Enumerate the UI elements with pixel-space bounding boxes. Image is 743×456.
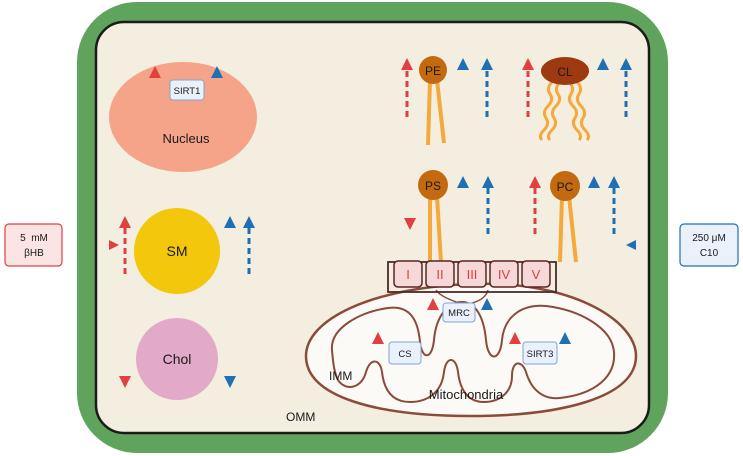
mitochondria-label: Mitochondria xyxy=(429,387,504,402)
omm-label: OMM xyxy=(286,410,315,424)
ps-label: PS xyxy=(425,179,441,193)
cs-box xyxy=(388,341,422,365)
mrc-label: MRC xyxy=(448,308,470,319)
chol-label: Chol xyxy=(163,351,192,367)
cl-lipid: CL xyxy=(538,57,591,142)
complex-i: I xyxy=(393,260,423,288)
sirt1-box xyxy=(169,79,205,101)
mitochondria-outer-membrane xyxy=(304,282,638,418)
svg-text:IV: IV xyxy=(498,267,511,282)
cl-label: CL xyxy=(557,65,573,79)
nucleus-label: Nucleus xyxy=(163,131,210,146)
input-box-c10 xyxy=(679,223,739,267)
svg-text:I: I xyxy=(406,267,410,282)
input-box-bhb xyxy=(4,223,63,267)
complex-ii: II xyxy=(425,260,455,288)
imm-label: IMM xyxy=(329,369,352,383)
chol-circle xyxy=(136,318,218,400)
sirt3-label: SIRT3 xyxy=(527,349,554,360)
sm-circle xyxy=(134,208,220,294)
input-c10-line1: 250 μM xyxy=(692,233,726,244)
svg-text:V: V xyxy=(532,267,541,282)
pc-label: PC xyxy=(557,180,574,194)
complex-iii: III xyxy=(457,260,487,288)
mitochondria-inner-membrane xyxy=(330,300,616,404)
nucleus-shape xyxy=(109,62,257,172)
pe-label: PE xyxy=(425,64,441,78)
input-bhb-line1: 5 mM xyxy=(20,233,48,244)
complex-v: V xyxy=(521,260,551,288)
sirt3-box xyxy=(522,341,558,365)
cs-label: CS xyxy=(398,349,411,360)
input-c10-line2: C10 xyxy=(700,248,719,259)
sm-label: SM xyxy=(167,243,188,259)
input-bhb-line2: βHB xyxy=(24,248,44,259)
svg-text:II: II xyxy=(436,267,443,282)
svg-text:III: III xyxy=(467,267,478,282)
pe-lipid: PE xyxy=(419,56,447,146)
complex-iv: IV xyxy=(489,260,519,288)
ps-lipid: PS xyxy=(418,170,448,263)
sirt1-label: SIRT1 xyxy=(174,86,201,97)
pc-lipid: PC xyxy=(550,171,580,263)
mrc-box xyxy=(442,302,476,323)
